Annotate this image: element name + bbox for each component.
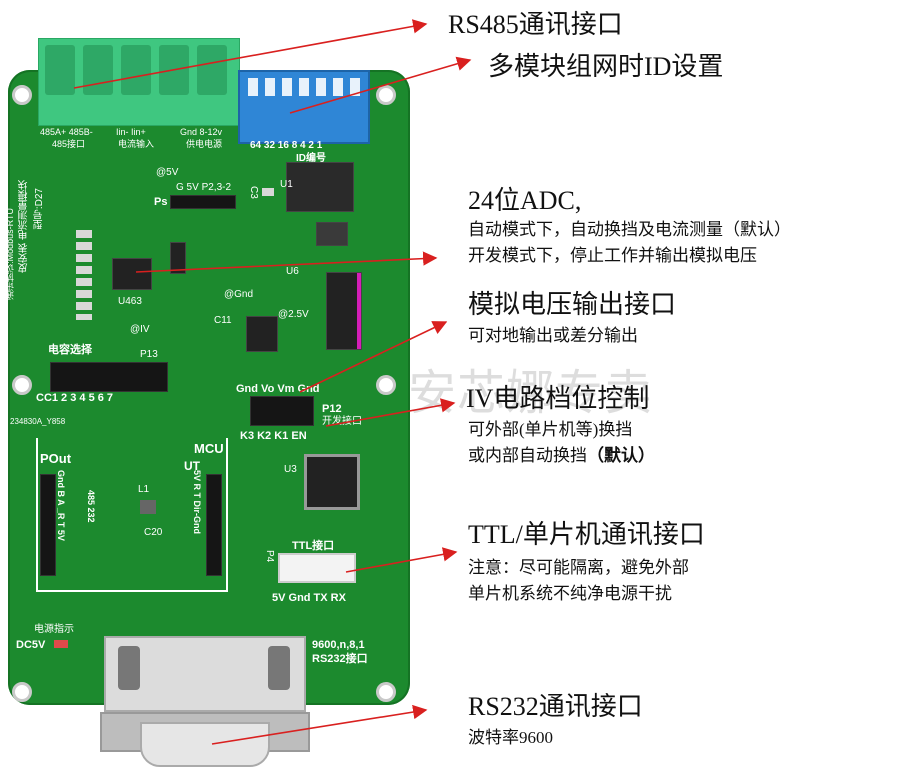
- serial-config: 9600,n,8,1: [312, 639, 365, 651]
- rs232-board-label: RS232接口: [312, 653, 368, 665]
- terminal-sub-iin: 电流输入: [118, 139, 155, 149]
- ttl-line2: 单片机系统不纯净电源干扰: [468, 584, 672, 603]
- right-vert-label: 5V R T Dir-Gnd: [192, 470, 202, 535]
- terminal-sub-485: 485接口: [52, 139, 86, 149]
- adc-line1: 自动模式下，自动换挡及电流测量（默认）: [468, 220, 791, 239]
- capacitor-block: [316, 222, 348, 246]
- dc5v-label: DC5V: [16, 639, 46, 651]
- mcu-chip-u3: [304, 454, 360, 510]
- k-row: K3 K2 K1 EN: [240, 430, 307, 442]
- pout-header: [40, 474, 56, 576]
- power-led: [54, 640, 68, 648]
- mcu-label: MCU: [194, 441, 224, 456]
- iv-title: IV电路档位控制: [466, 384, 650, 413]
- dip-switch: [238, 70, 370, 144]
- ut-label: UT: [184, 459, 200, 473]
- smd-c3: [262, 188, 274, 196]
- ttl-connector: [278, 553, 356, 583]
- arrow-ttl: [345, 547, 458, 573]
- mount-hole: [376, 682, 396, 702]
- v5-label: @5V: [156, 167, 179, 178]
- c20-label: C20: [144, 527, 163, 538]
- u3-label: U3: [284, 464, 297, 475]
- cc-row: CC1 2 3 4 5 6 7: [36, 392, 114, 404]
- l1-label: L1: [138, 484, 150, 495]
- opamp-chip: [246, 316, 278, 352]
- iv-line1: 可外部(单片机等)换挡: [468, 420, 633, 439]
- g5v-label: G 5V P2,3-2: [176, 182, 232, 193]
- p12-sub: 开发接口: [322, 416, 362, 427]
- c11-label: C11: [214, 315, 232, 326]
- arrow-iv: [325, 398, 456, 427]
- iv-line2: 或内部自动换挡（默认）: [468, 444, 655, 468]
- terminal-sub-power: 供电电源: [186, 139, 223, 149]
- arrow-analog: [299, 321, 448, 393]
- id-label: ID编号: [296, 153, 326, 164]
- mid-vert-label: 485 232: [86, 490, 96, 523]
- relay-block: [326, 272, 362, 350]
- ttl-line1: 注意：尽可能隔离，避免外部: [468, 558, 689, 577]
- rs232-line1: 波特率9600: [468, 728, 553, 747]
- adc-title: 24位ADC,: [468, 186, 582, 215]
- mcu-box: [36, 438, 228, 592]
- arrow-adc: [135, 251, 438, 273]
- adc-chip-u463: [112, 258, 152, 290]
- analog-title: 模拟电压输出接口: [468, 290, 677, 319]
- ttl-title: TTL/单片机通讯接口: [468, 520, 705, 549]
- terminal-block: [38, 38, 240, 126]
- analog-line1: 可对地输出或差分输出: [468, 326, 638, 345]
- iv-line2-prefix: 或内部自动换挡: [468, 446, 587, 465]
- arrow-id-set: [289, 56, 472, 114]
- mount-hole: [12, 682, 32, 702]
- board-code: 234830A_Y858: [10, 417, 66, 426]
- mount-hole: [376, 85, 396, 105]
- p12-header: [250, 396, 314, 426]
- gnd-at-label: @Gnd: [224, 289, 254, 300]
- p13-label: P13: [140, 349, 158, 360]
- rs232-title: RS232通讯接口: [468, 692, 643, 721]
- v25-at-label: @2.5V: [278, 309, 309, 320]
- left-vert-label: Gnd B A _R T 5V: [56, 470, 66, 541]
- c3-label: C3: [248, 186, 259, 199]
- p2-header: [170, 195, 236, 209]
- mount-hole: [12, 85, 32, 105]
- smd-inductor: [140, 500, 156, 514]
- chip-mid: [170, 242, 186, 274]
- mount-hole: [376, 375, 396, 395]
- cap-select-header: [50, 362, 168, 392]
- rs485-title: RS485通讯接口: [448, 10, 623, 39]
- ttl-pins: 5V Gnd TX RX: [272, 592, 346, 604]
- p4-label: P4: [264, 550, 275, 563]
- mount-hole: [12, 375, 32, 395]
- id-set-title: 多模块组网时ID设置: [488, 52, 724, 81]
- terminal-labels-485: 485A+ 485B-: [40, 127, 93, 137]
- mcu-header: [206, 474, 222, 576]
- iv-line2-bold: （默认）: [587, 446, 655, 465]
- dip-numbers: 64 32 16 8 4 2 1: [250, 140, 323, 151]
- p12-name: P12: [322, 403, 342, 415]
- pout-label: POut: [40, 451, 72, 466]
- regulator-u1: [286, 162, 354, 212]
- adc-line2: 开发模式下，停止工作并输出模拟电压: [468, 246, 757, 265]
- db9-connector: [100, 632, 310, 767]
- arrow-rs485: [73, 19, 428, 89]
- u463-label: U463: [118, 296, 142, 307]
- iv-at-label: @IV: [130, 324, 150, 335]
- terminal-labels-power: Gnd 8-12v: [180, 127, 223, 137]
- ttl-label: TTL接口: [292, 540, 335, 552]
- ps-label: Ps: [154, 196, 168, 208]
- terminal-labels-iin: Iin- Iin+: [116, 127, 146, 137]
- cap-select-label: 电容选择: [48, 344, 92, 356]
- u6-label: U6: [286, 266, 299, 277]
- smd-left-group: [76, 230, 92, 320]
- power-ind-label: 电源指示: [34, 624, 74, 635]
- arrow-rs232: [211, 704, 428, 745]
- u1-label: U1: [280, 179, 293, 190]
- p12-top: Gnd Vo Vm Gnd: [236, 383, 320, 395]
